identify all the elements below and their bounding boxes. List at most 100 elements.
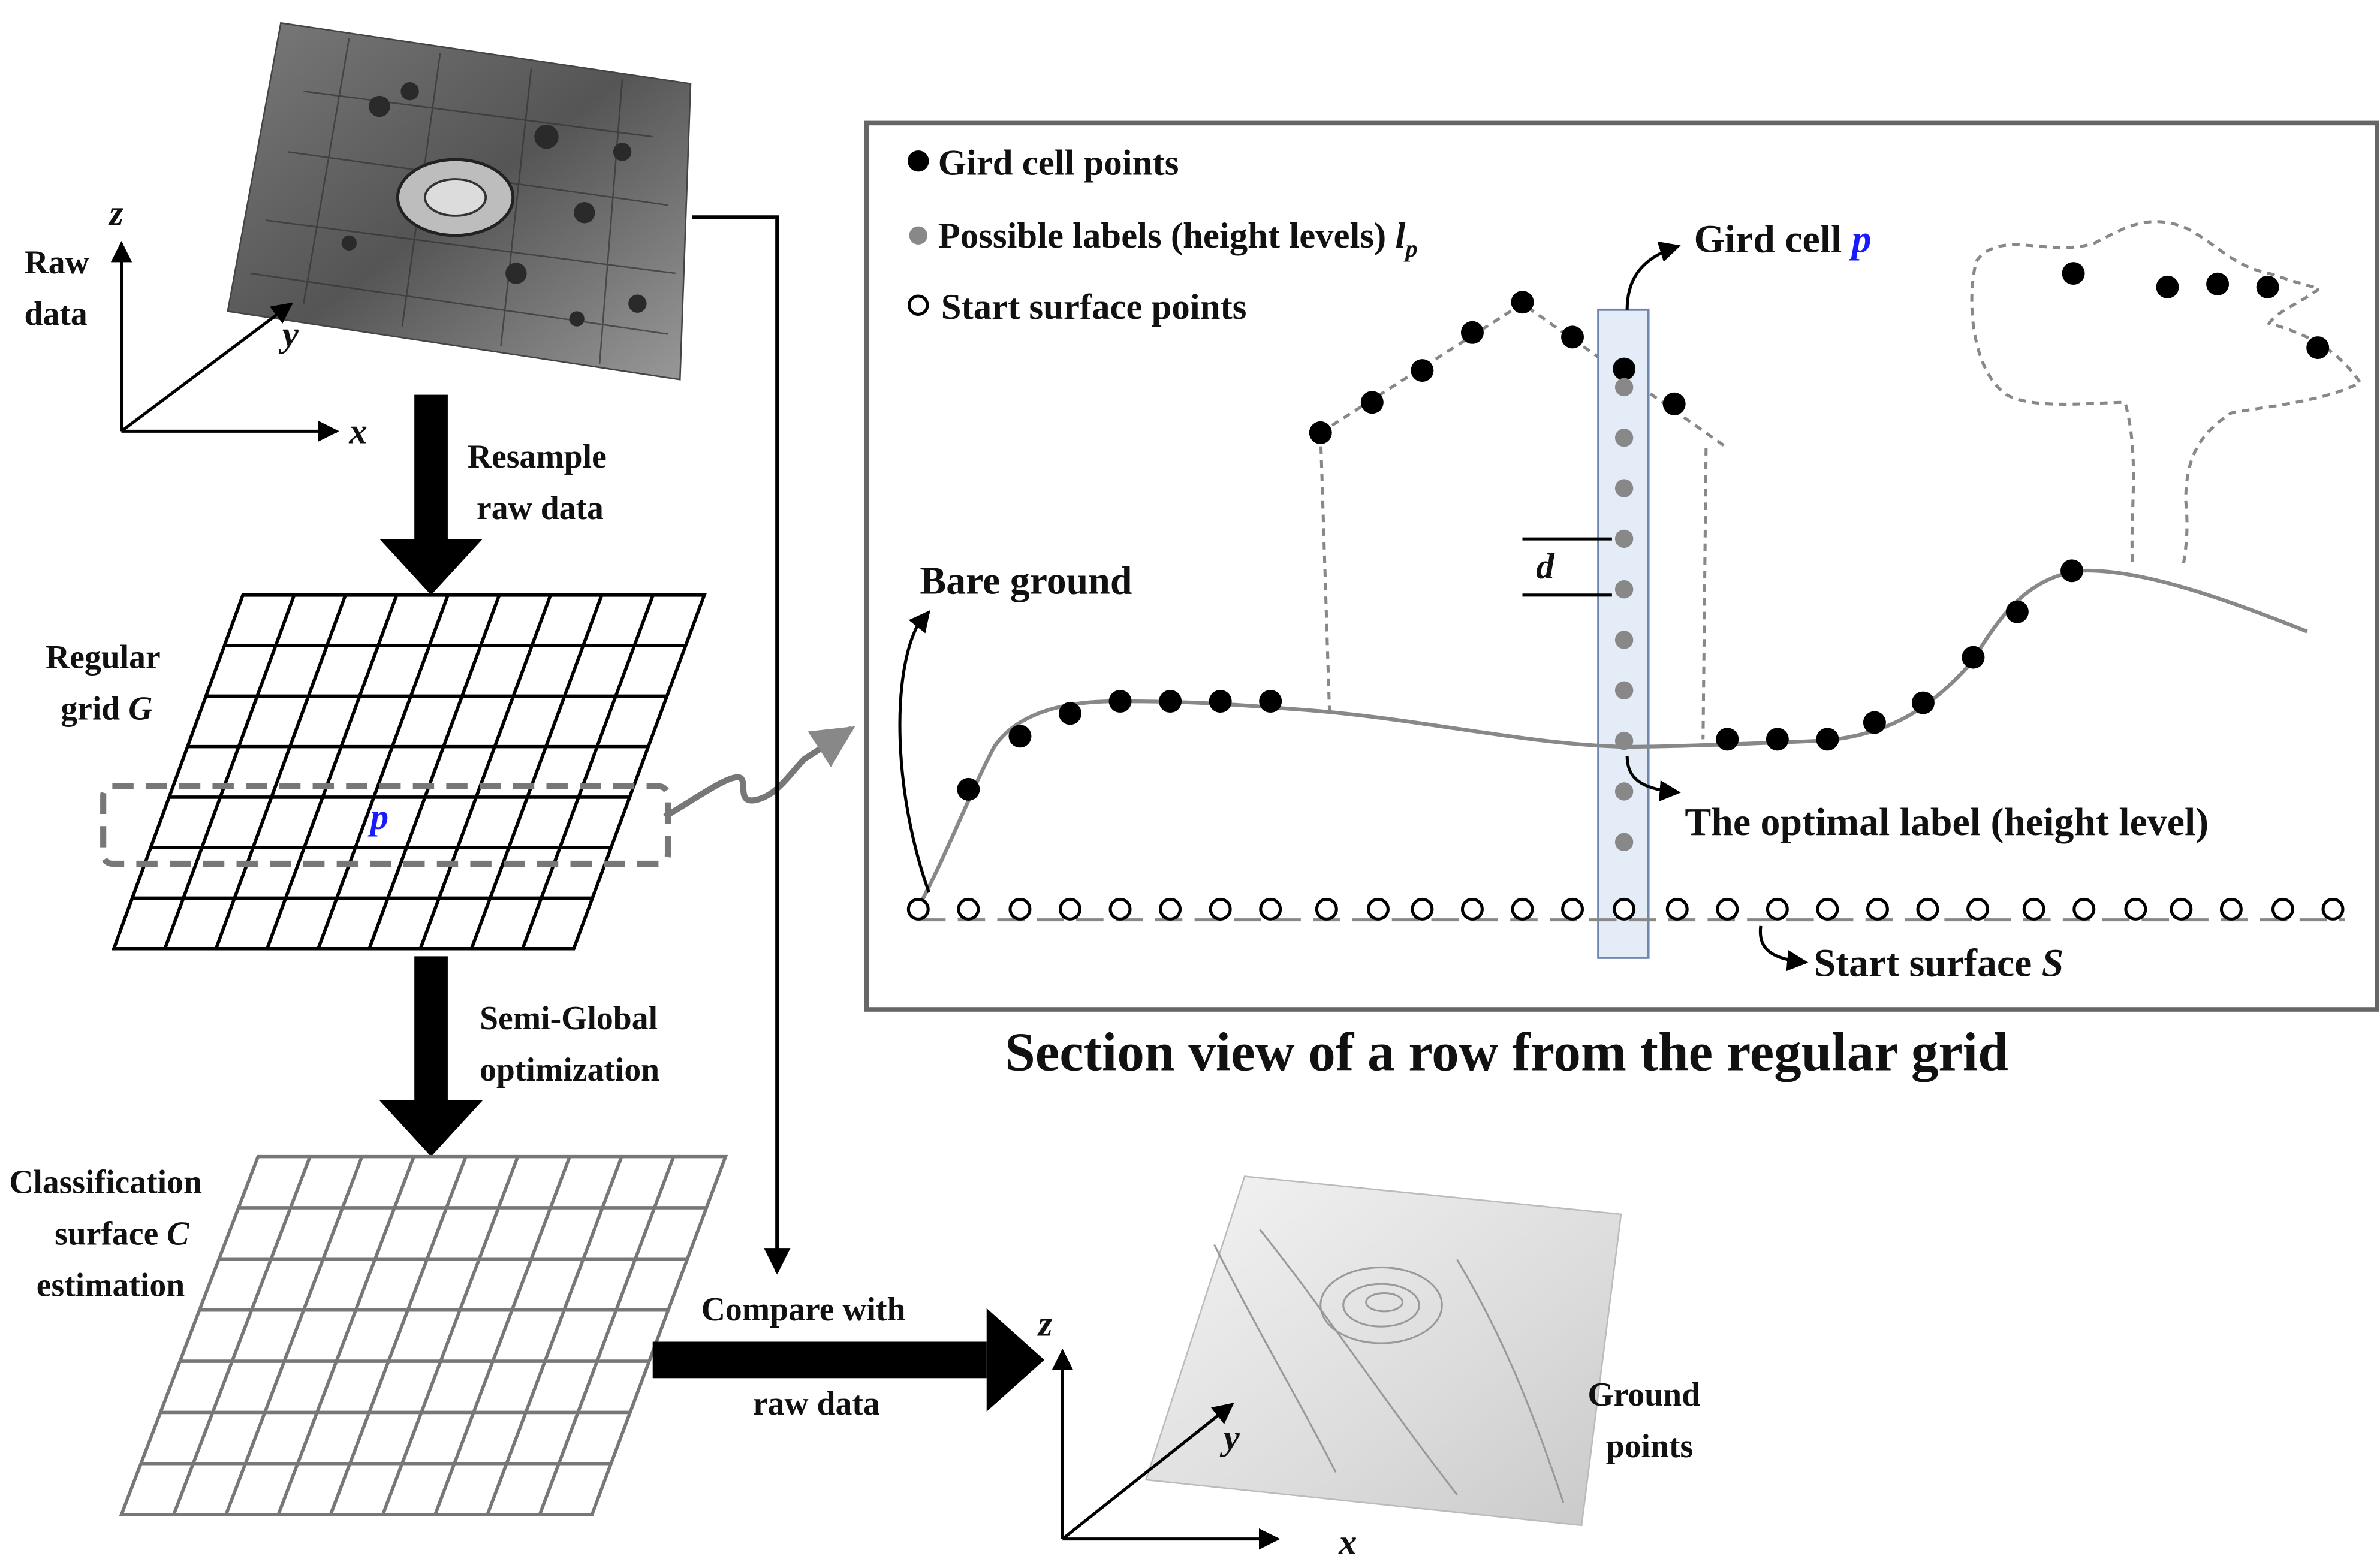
grid-cell-point	[1360, 391, 1384, 414]
start-surface-point	[2321, 897, 2345, 921]
grid-column-line	[433, 1156, 571, 1516]
ground-axis-z-label: z	[1037, 1304, 1053, 1344]
bare-ground-arrow	[898, 610, 930, 893]
grid-column-line	[214, 594, 347, 949]
section-view-caption: Section view of a row from the regular g…	[1005, 1021, 2008, 1082]
possible-label-point	[1614, 833, 1634, 851]
start-surface-point	[1766, 897, 1789, 921]
ground-points-group: z x y Ground points	[1037, 1175, 1700, 1563]
grid-cell-point	[1962, 646, 1985, 669]
legend-grid-point-marker	[908, 150, 929, 172]
grid-column-line	[381, 1156, 520, 1516]
legend-possible-labels: Possible labels (height levels) lp	[938, 216, 1418, 262]
start-surface-point	[1460, 897, 1484, 921]
possible-label-point	[1614, 580, 1634, 599]
grid-column-line	[367, 594, 501, 949]
start-surface-point	[2022, 897, 2045, 921]
grid-column-line	[163, 594, 296, 949]
classification-label-1: Classification	[9, 1163, 202, 1201]
grid-column-line	[317, 594, 450, 949]
gird-cell-arrow	[1625, 241, 1681, 310]
grid-column-line	[538, 1156, 676, 1516]
grid-cell-point	[1511, 291, 1534, 314]
grid-column-line	[265, 594, 399, 949]
raw-data-group: z x y Raw data	[25, 22, 692, 452]
possible-label-point	[1614, 378, 1634, 397]
start-surface-point	[2124, 897, 2147, 921]
start-surface-point	[1866, 897, 1889, 921]
start-surface-point	[1816, 897, 1839, 921]
grid-cell-point	[2256, 275, 2279, 298]
optimal-label-arrow	[1625, 756, 1681, 802]
grid-cell-point	[1411, 359, 1434, 382]
grid-cell-point	[1561, 325, 1584, 349]
grid-cell-point	[1108, 690, 1132, 713]
grid-cell-point	[1662, 392, 1686, 415]
ground-points-label-1: Ground	[1587, 1376, 1700, 1413]
grid-cell-point	[1209, 690, 1232, 713]
grid-column-line	[418, 594, 552, 949]
possible-label-point	[1614, 529, 1634, 548]
start-surface-point	[1411, 897, 1434, 921]
grid-cell-point	[1309, 421, 1332, 444]
grid-cell-point	[1159, 690, 1182, 713]
grid-cell-point	[2306, 336, 2330, 360]
start-surface-point	[906, 897, 930, 921]
start-surface-point	[1008, 897, 1032, 921]
start-surface-point	[1665, 897, 1689, 921]
possible-label-point	[1614, 479, 1634, 497]
raw-axes	[110, 240, 339, 442]
grid-cell-point	[1816, 728, 1839, 751]
ground-points-label-2: points	[1606, 1428, 1693, 1465]
ground-axis-x-label: x	[1338, 1522, 1357, 1563]
gird-cell-label: Gird cell p	[1694, 218, 1872, 261]
legend-grid-points: Gird cell points	[938, 143, 1179, 183]
start-surface-point	[1108, 897, 1132, 921]
start-surface-point	[1209, 897, 1232, 921]
grid-cell-point	[1460, 321, 1484, 344]
start-surface-point	[2219, 897, 2243, 921]
grid-cell-point	[1716, 728, 1739, 751]
grid-cell-point	[1766, 728, 1789, 751]
start-surface-point	[2271, 897, 2294, 921]
grid-column-line	[224, 1156, 364, 1516]
grid-column-line	[521, 594, 655, 949]
start-surface-point	[1561, 897, 1584, 921]
regular-grid-label-1: Regular	[46, 638, 161, 676]
raw-data-label-1: Raw	[25, 244, 89, 281]
start-surface-point	[1259, 897, 1282, 921]
legend-start-point-marker	[908, 294, 929, 316]
start-surface-point	[1159, 897, 1182, 921]
d-label: d	[1536, 547, 1555, 587]
start-surface-point	[1716, 897, 1739, 921]
start-surface-point	[1966, 897, 1990, 921]
grid-cell-point	[1058, 702, 1081, 725]
grid-cell-point	[1911, 691, 1935, 714]
section-points	[906, 262, 2345, 921]
resample-label-2: raw data	[477, 490, 604, 527]
grid-cell-point	[2156, 275, 2179, 298]
grid-column-line	[276, 1156, 415, 1516]
raw-data-label-2: data	[25, 295, 88, 333]
grid-cell-point	[2062, 262, 2085, 285]
grid-cell-point	[1008, 725, 1032, 748]
raw-axis-x-label: x	[348, 412, 367, 452]
grid-column-line	[469, 594, 604, 949]
regular-grid	[111, 593, 707, 951]
grid-column-line	[329, 1156, 468, 1516]
section-view-panel: Gird cell points Possible labels (height…	[864, 120, 2379, 1012]
regular-grid-label-2: grid G	[61, 690, 152, 727]
grid-cell-point	[2206, 272, 2230, 295]
compare-label-2: raw data	[753, 1385, 880, 1422]
grid-cell-point	[1259, 690, 1282, 713]
resample-label-1: Resample	[468, 438, 607, 475]
start-surface-label: Start surface S	[1814, 941, 2064, 985]
possible-label-point	[1614, 782, 1634, 801]
grid-cell-point	[2060, 559, 2084, 583]
raw-data-bypass-arrow	[692, 215, 791, 1275]
selected-row-highlight	[100, 783, 671, 867]
start-surface-point	[1511, 897, 1534, 921]
optimal-label-text: The optimal label (height level)	[1685, 800, 2209, 844]
classification-label-2: surface C	[55, 1215, 189, 1252]
